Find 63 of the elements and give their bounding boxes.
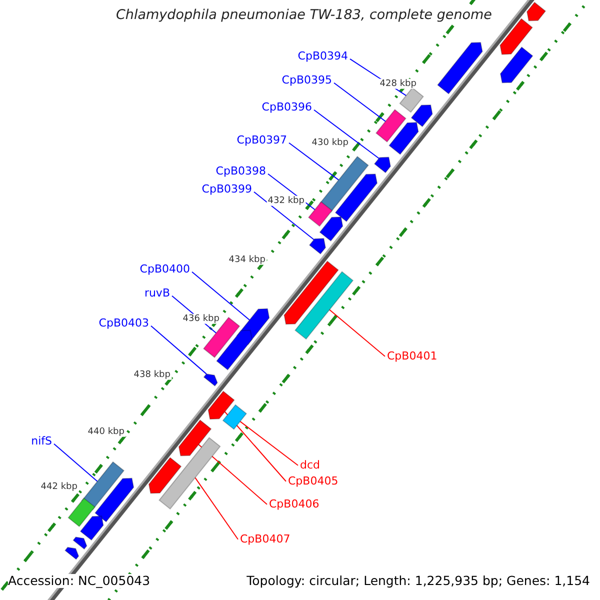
gene-feature [203,373,218,387]
gene-feature [374,156,391,174]
gene-label: CpB0405 [288,476,338,488]
leader-line [329,309,386,357]
gene-feature [148,456,182,494]
leader-line [54,443,98,482]
scale-label: 440 kbp [86,426,126,438]
gene-feature [375,108,406,143]
gene-label: CpB0403 [98,318,149,330]
gene-label: CpB0407 [240,534,290,546]
scale-label: 428 kbp [378,78,418,90]
leader-line [334,82,386,122]
gene-feature [399,87,424,113]
gene-label: CpB0400 [140,264,190,276]
gene-label: CpB0396 [262,102,312,114]
leader-line [240,420,298,466]
gene-feature [94,478,134,522]
gene-feature [208,390,235,420]
gene-feature [64,546,80,560]
gene-feature [388,122,419,155]
accession-text: Accession: NC_005043 [8,574,150,588]
gene-feature [334,174,378,222]
gene-label: ruvB [144,288,170,300]
gene-label: CpB0397 [236,134,287,148]
gene-feature [158,436,221,510]
gene-label: dcd [300,460,320,472]
gene-label: CpB0398 [216,166,266,178]
gene-feature [410,104,433,128]
gene-feature [436,42,483,94]
scale-label: 430 kbp [310,138,350,148]
gene-label: CpB0395 [282,74,332,88]
gene-feature [308,238,326,255]
gene-label: CpB0394 [298,50,348,64]
title: Chlamydophila pneumoniae TW-183, complete genome [116,8,492,24]
gene-feature [284,260,339,325]
gene-feature [68,498,96,528]
gene-feature [294,271,354,340]
leader-line [254,191,314,240]
gene-feature [319,216,344,242]
gene-feature [319,156,369,213]
gene-label: nifS [31,436,52,448]
gene-feature [178,419,212,456]
scale-label: 442 kbp [40,482,78,492]
gene-label: CpB0401 [387,350,438,364]
gene-feature [500,18,534,55]
leader-line [288,142,340,180]
leader-line [192,271,250,321]
gene-label: CpB0399 [202,184,252,196]
gene-feature [80,516,104,541]
scale-label: 436 kbp [182,314,220,324]
leader-line [194,477,238,540]
gene-feature [72,536,88,550]
gene-feature [216,330,253,370]
gene-feature [222,404,248,430]
scale-label: 438 kbp [132,370,172,380]
leader-line [314,109,380,159]
gene-label: CpB0406 [269,498,320,512]
scale-label: 434 kbp [228,254,266,266]
gene-feature [500,46,534,84]
scale-label: 432 kbp [266,196,306,206]
leader-line [150,325,207,374]
summary-text: Topology: circular; Length: 1,225,935 bp; Genes: 1,154 [246,574,590,588]
gene-feature [526,2,546,22]
